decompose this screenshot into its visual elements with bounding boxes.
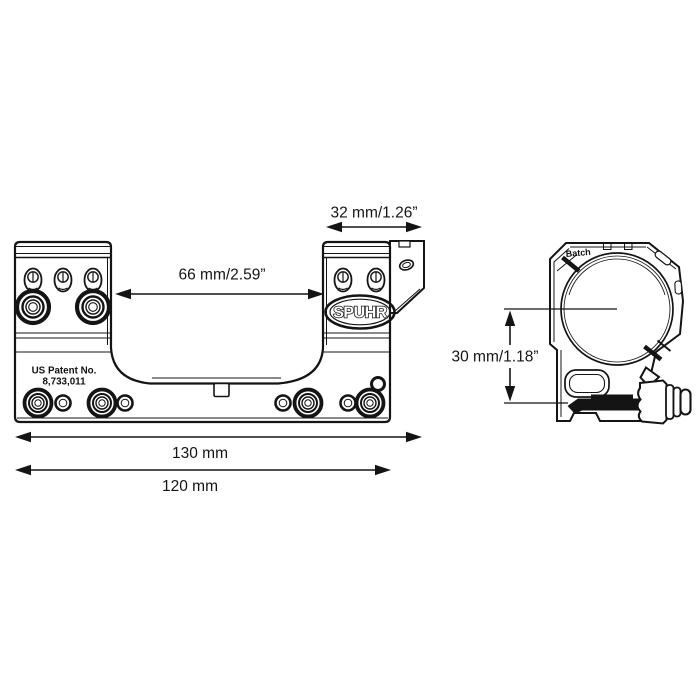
dim-overall-length: 130 mm <box>15 431 422 462</box>
base-screw-small <box>116 394 134 412</box>
end-view: Batch <box>549 242 692 425</box>
facet-slot <box>654 250 672 266</box>
clamp-screw <box>14 288 52 326</box>
base-screw-large <box>22 387 54 419</box>
dimensions: 32 mm/1.26” 66 mm/2.59” 130 mm 120 mm <box>15 205 617 495</box>
ring-screw-slots <box>23 267 386 293</box>
spuhr-logo: SPUHR <box>324 294 396 330</box>
base-screw-small <box>54 394 72 412</box>
side-view: US Patent No. 8,733,011 SPUHR <box>13 240 425 424</box>
patent-text: US Patent No. 8,733,011 <box>32 366 97 388</box>
patent-label: US Patent No. <box>32 366 97 377</box>
clamp-screws-top <box>14 288 112 326</box>
dim-ring-spacing-text: 66 mm/2.59” <box>178 267 265 284</box>
batch-label: Batch <box>565 247 591 259</box>
clamp-bolt <box>567 394 648 414</box>
pin-ring <box>370 376 386 392</box>
screw-slot <box>366 267 386 293</box>
logo-text: SPUHR <box>333 305 387 322</box>
dim-base-length-text: 120 mm <box>162 478 218 495</box>
side-slot <box>564 369 610 398</box>
bracket-oval-hole <box>398 259 415 271</box>
dim-height: 30 mm/1.18” <box>451 308 617 404</box>
dim-ring-spacing: 66 mm/2.59” <box>115 267 324 300</box>
dim-base-length: 120 mm <box>15 464 391 495</box>
dim-cap-width-text: 32 mm/1.26” <box>330 205 417 222</box>
edge-slot <box>674 280 683 295</box>
recoil-lug-bracket <box>389 240 425 314</box>
base-screw-large <box>86 387 118 419</box>
patent-number: 8,733,011 <box>42 377 86 388</box>
screw-slot <box>333 267 353 293</box>
center-tab <box>213 382 230 398</box>
dim-height-text: 30 mm/1.18” <box>451 349 538 366</box>
base-screw-small <box>274 394 292 412</box>
dim-cap-width: 32 mm/1.26” <box>326 205 422 233</box>
mount-silhouette <box>13 240 392 424</box>
dim-overall-length-text: 130 mm <box>172 445 228 462</box>
ring-split-wedges <box>561 255 672 380</box>
clamp-nut <box>636 366 692 425</box>
screw-slot <box>53 267 73 293</box>
base-screw-large <box>292 387 324 419</box>
base-screws <box>22 376 386 419</box>
interior-lines <box>15 246 390 419</box>
base-screw-large <box>354 387 386 419</box>
clamp-screw <box>74 288 112 326</box>
